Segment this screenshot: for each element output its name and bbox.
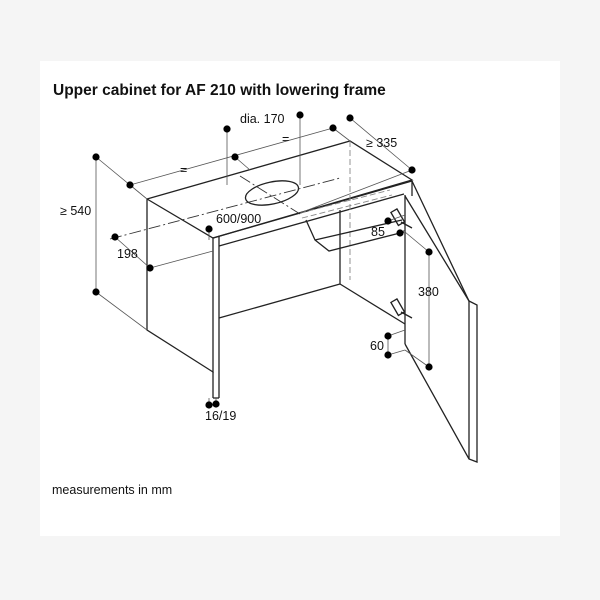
hinge-bottom-label: 60	[370, 339, 384, 353]
duct-opening	[109, 175, 341, 240]
hinge-spacing-label: 380	[418, 285, 439, 299]
cabinet-body	[146, 140, 414, 399]
units-caption: measurements in mm	[52, 483, 173, 497]
width-label: 600/900	[216, 212, 261, 226]
equal-right-label: =	[282, 132, 289, 146]
depth-top-label: ≥ 335	[366, 136, 397, 150]
frame-offset-label: 85	[371, 225, 385, 239]
depth-side-label: 198	[117, 247, 138, 261]
dimension-lines	[95, 115, 430, 405]
panel-thickness-label: 16/19	[205, 409, 236, 423]
duct-diameter-label: dia. 170	[240, 112, 285, 126]
dimension-markers	[92, 111, 433, 409]
height-label: ≥ 540	[60, 204, 91, 218]
lower-hinge-icon	[390, 298, 406, 317]
diagram-title: Upper cabinet for AF 210 with lowering f…	[53, 82, 386, 99]
hinges	[390, 208, 413, 319]
equal-left-label: =	[180, 163, 187, 177]
lowering-frame	[299, 141, 405, 280]
open-door	[404, 180, 478, 463]
